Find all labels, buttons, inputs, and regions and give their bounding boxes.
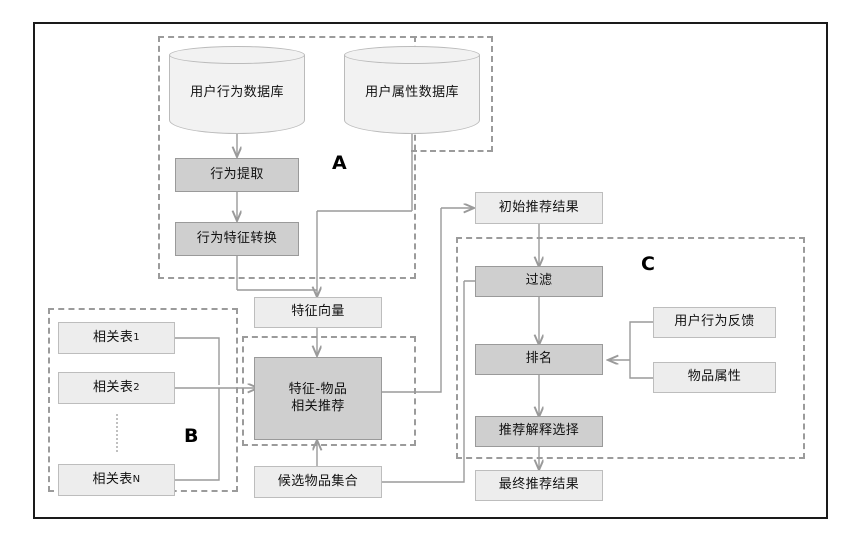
relation-table-n-label: 相关表 [92, 471, 133, 487]
node-filter[interactable]: 过滤 [475, 266, 603, 297]
group-box-a-right-extension [411, 36, 493, 152]
group-box-a [158, 36, 416, 279]
node-feature-item-recommend[interactable]: 特征-物品 相关推荐 [254, 357, 382, 440]
user-behavior-db-label: 用户行为数据库 [190, 84, 284, 100]
node-initial-recommend-result[interactable]: 初始推荐结果 [475, 192, 603, 224]
group-label-a: A [332, 152, 347, 174]
node-recommend-explanation-select[interactable]: 推荐解释选择 [475, 416, 603, 447]
group-label-c: C [641, 253, 655, 275]
cylinder-top [169, 46, 305, 64]
cylinder-user-behavior-db: 用户行为数据库 [169, 46, 305, 134]
cylinder-top [344, 46, 480, 64]
cylinder-user-attribute-db: 用户属性数据库 [344, 46, 480, 134]
feature-item-recommend-line2: 相关推荐 [291, 398, 345, 414]
relation-table-2-label: 相关表 [93, 379, 134, 395]
group-label-b: B [184, 425, 199, 447]
relation-table-1-label: 相关表 [93, 329, 134, 345]
node-final-recommend-result[interactable]: 最终推荐结果 [475, 470, 603, 501]
node-item-attribute[interactable]: 物品属性 [653, 362, 776, 393]
feature-item-recommend-line1: 特征-物品 [288, 382, 348, 398]
node-candidate-item-set[interactable]: 候选物品集合 [254, 466, 382, 498]
node-behavior-feature-transform[interactable]: 行为特征转换 [175, 222, 299, 256]
node-behavior-extraction[interactable]: 行为提取 [175, 158, 299, 192]
node-ranking[interactable]: 排名 [475, 344, 603, 375]
cylinder-body [169, 55, 305, 134]
node-user-behavior-feedback[interactable]: 用户行为反馈 [653, 307, 776, 338]
ellipsis-dots [116, 414, 118, 452]
relation-table-n-index: N [132, 473, 141, 485]
relation-table-1-index: 1 [133, 331, 140, 343]
node-feature-vector[interactable]: 特征向量 [254, 297, 382, 328]
relation-table-2-index: 2 [133, 381, 140, 393]
user-attribute-db-label: 用户属性数据库 [365, 84, 459, 100]
